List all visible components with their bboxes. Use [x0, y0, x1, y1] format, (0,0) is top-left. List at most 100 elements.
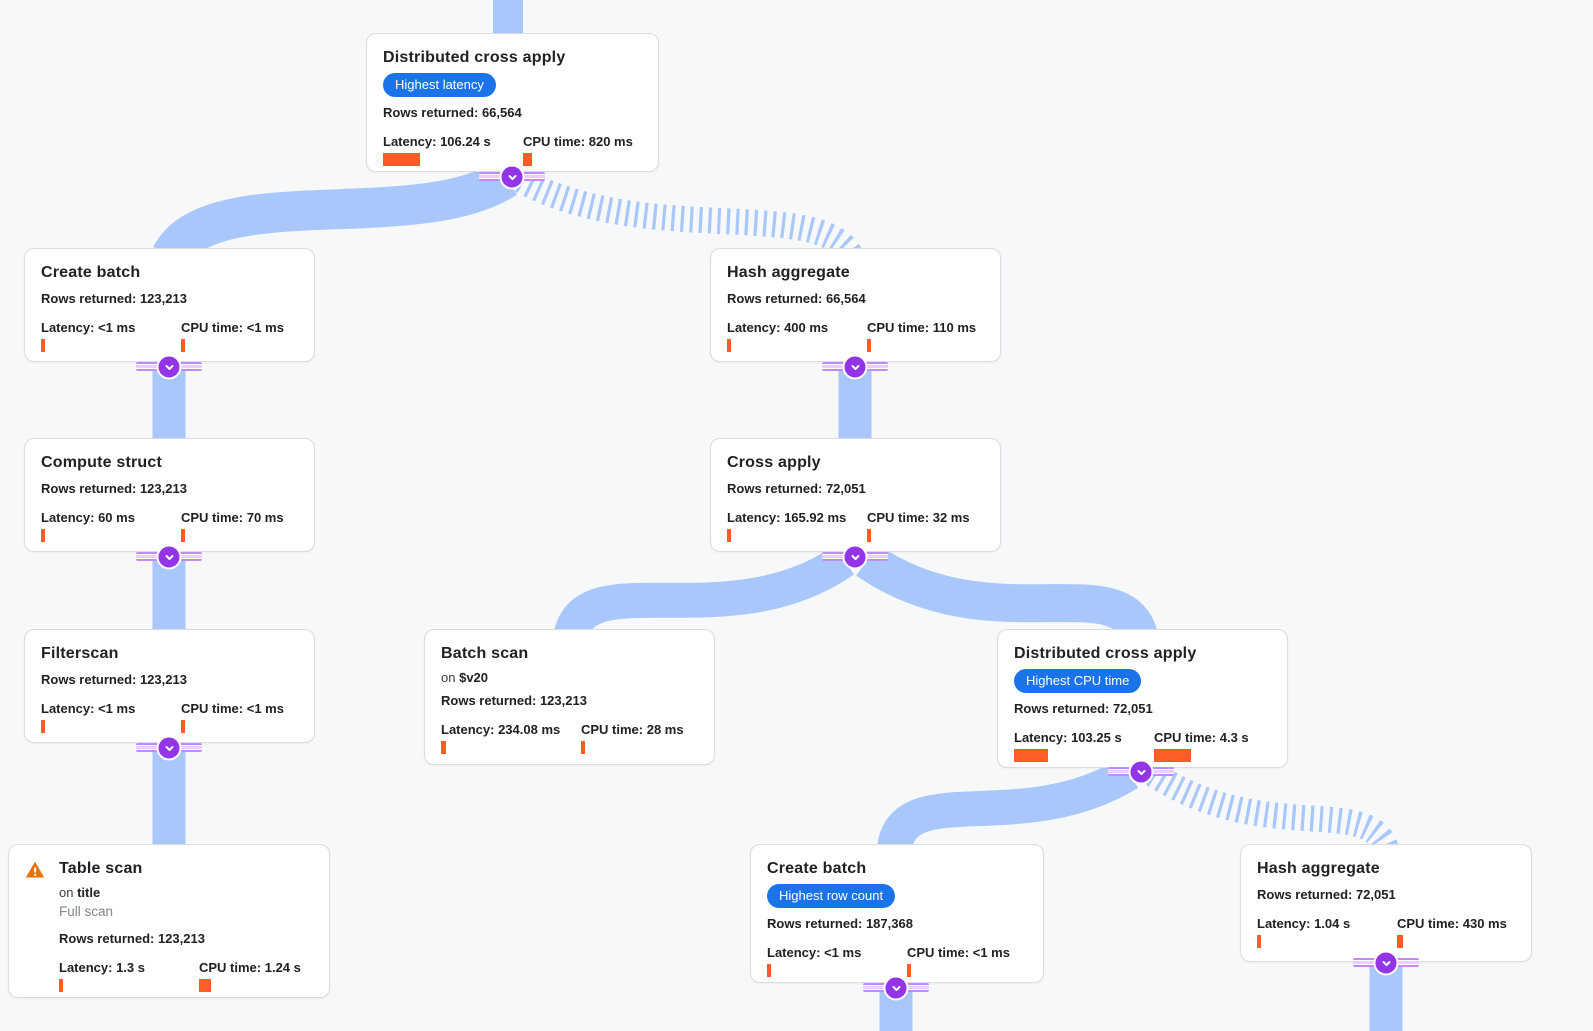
collapse-node-button[interactable] [1108, 759, 1174, 785]
rows-returned: Rows returned: 123,213 [59, 931, 205, 946]
rows-returned: Rows returned: 66,564 [727, 291, 866, 306]
node-title: Batch scan [441, 645, 529, 662]
plan-node-compute-struct[interactable]: Compute struct Rows returned: 123,213 La… [24, 438, 315, 552]
node-title: Distributed cross apply [383, 49, 566, 66]
collapse-node-button[interactable] [1353, 950, 1419, 976]
cpu-time-bar [867, 529, 871, 542]
node-title: Create batch [767, 860, 867, 877]
latency-label: Latency: 400 ms [727, 320, 829, 335]
cpu-time-bar [181, 529, 185, 542]
rows-returned: Rows returned: 72,051 [727, 481, 866, 496]
latency-bar [1257, 935, 1261, 948]
highest-latency-badge: Highest latency [383, 73, 496, 97]
node-title: Hash aggregate [727, 264, 850, 281]
rows-returned: Rows returned: 72,051 [1014, 701, 1153, 716]
chevron-down-icon [156, 354, 182, 380]
plan-node-create-batch[interactable]: Create batch Rows returned: 123,213 Late… [24, 248, 315, 362]
cpu-time-bar [907, 964, 911, 977]
highest-row-count-badge: Highest row count [767, 884, 896, 908]
cpu-time-bar [181, 339, 185, 352]
scan-target: on $v20 [441, 670, 489, 685]
plan-node-distributed-cross-apply-2[interactable]: Distributed cross apply Highest CPU time… [997, 629, 1288, 768]
rows-returned: Rows returned: 123,213 [41, 481, 187, 496]
cpu-time-bar [581, 741, 585, 754]
plan-node-cross-apply[interactable]: Cross apply Rows returned: 72,051 Latenc… [710, 438, 1001, 552]
latency-bar [441, 741, 446, 754]
node-title: Filterscan [41, 645, 119, 662]
plan-node-batch-scan[interactable]: Batch scan on $v20 Rows returned: 123,21… [424, 629, 715, 765]
highest-cpu-time-badge: Highest CPU time [1014, 669, 1142, 693]
plan-node-hash-aggregate-2[interactable]: Hash aggregate Rows returned: 72,051 Lat… [1240, 844, 1532, 962]
plan-node-hash-aggregate[interactable]: Hash aggregate Rows returned: 66,564 Lat… [710, 248, 1001, 362]
cpu-time-bar [181, 720, 185, 733]
chevron-down-icon [156, 735, 182, 761]
edge-root-to-hash-aggregate [514, 168, 863, 264]
latency-label: Latency: 165.92 ms [727, 510, 847, 525]
plan-node-distributed-cross-apply[interactable]: Distributed cross apply Highest latency … [366, 33, 659, 172]
collapse-node-button[interactable] [136, 354, 202, 380]
rows-returned: Rows returned: 123,213 [441, 693, 587, 708]
collapse-node-button[interactable] [136, 735, 202, 761]
cpu-time-bar [1154, 749, 1191, 762]
latency-label: Latency: 1.04 s [1257, 916, 1351, 931]
rows-returned: Rows returned: 66,564 [383, 105, 522, 120]
chevron-down-icon [1373, 950, 1399, 976]
collapse-node-button[interactable] [822, 354, 888, 380]
edge-cross-apply-to-distributed-cross-apply [856, 544, 1158, 643]
scan-target: on title [59, 885, 101, 900]
cpu-time-label: CPU time: 1.24 s [199, 960, 301, 975]
collapse-node-button[interactable] [863, 975, 929, 1001]
latency-bar [767, 964, 771, 977]
cpu-time-bar [867, 339, 871, 352]
node-title: Create batch [41, 264, 141, 281]
cpu-time-label: CPU time: <1 ms [907, 945, 1010, 960]
latency-label: Latency: 106.24 s [383, 134, 491, 149]
cpu-time-bar [523, 153, 532, 166]
edge-cross-apply-to-batch-scan [553, 545, 855, 641]
warning-icon [25, 861, 45, 878]
latency-bar [59, 979, 63, 992]
latency-bar [1014, 749, 1048, 762]
cpu-time-label: CPU time: 28 ms [581, 722, 684, 737]
latency-bar [41, 720, 45, 733]
rows-returned: Rows returned: 72,051 [1257, 887, 1396, 902]
cpu-time-label: CPU time: <1 ms [181, 320, 284, 335]
latency-bar [727, 339, 731, 352]
cpu-time-label: CPU time: 430 ms [1397, 916, 1507, 931]
plan-node-filterscan[interactable]: Filterscan Rows returned: 123,213 Latenc… [24, 629, 315, 743]
chevron-down-icon [156, 544, 182, 570]
cpu-time-label: CPU time: 110 ms [867, 320, 977, 335]
node-title: Distributed cross apply [1014, 645, 1197, 662]
scan-type-label: Full scan [59, 904, 114, 919]
cpu-time-label: CPU time: 820 ms [523, 134, 633, 149]
latency-label: Latency: <1 ms [41, 701, 136, 716]
cpu-time-label: CPU time: 32 ms [867, 510, 970, 525]
chevron-down-icon [842, 544, 868, 570]
latency-bar [727, 529, 731, 542]
chevron-down-icon [842, 354, 868, 380]
cpu-time-bar [199, 979, 211, 992]
edge-dca-to-create-batch [876, 757, 1139, 855]
plan-node-create-batch-2[interactable]: Create batch Highest row count Rows retu… [750, 844, 1044, 983]
edge-root-to-create-batch [153, 160, 518, 267]
latency-label: Latency: 1.3 s [59, 960, 145, 975]
rows-returned: Rows returned: 123,213 [41, 672, 187, 687]
chevron-down-icon [883, 975, 909, 1001]
node-title: Table scan [59, 860, 143, 877]
latency-bar [383, 153, 420, 166]
node-title: Cross apply [727, 454, 821, 471]
plan-node-table-scan[interactable]: Table scan on title Full scan Rows retur… [8, 844, 330, 998]
latency-label: Latency: 60 ms [41, 510, 135, 525]
latency-label: Latency: 234.08 ms [441, 722, 561, 737]
chevron-down-icon [1128, 759, 1154, 785]
chevron-down-icon [499, 164, 525, 190]
cpu-time-label: CPU time: <1 ms [181, 701, 284, 716]
rows-returned: Rows returned: 187,368 [767, 916, 913, 931]
collapse-node-button[interactable] [479, 164, 545, 190]
edge-dca-to-hash-aggregate [1145, 763, 1400, 857]
latency-label: Latency: <1 ms [41, 320, 136, 335]
collapse-node-button[interactable] [822, 544, 888, 570]
latency-label: Latency: 103.25 s [1014, 730, 1122, 745]
collapse-node-button[interactable] [136, 544, 202, 570]
